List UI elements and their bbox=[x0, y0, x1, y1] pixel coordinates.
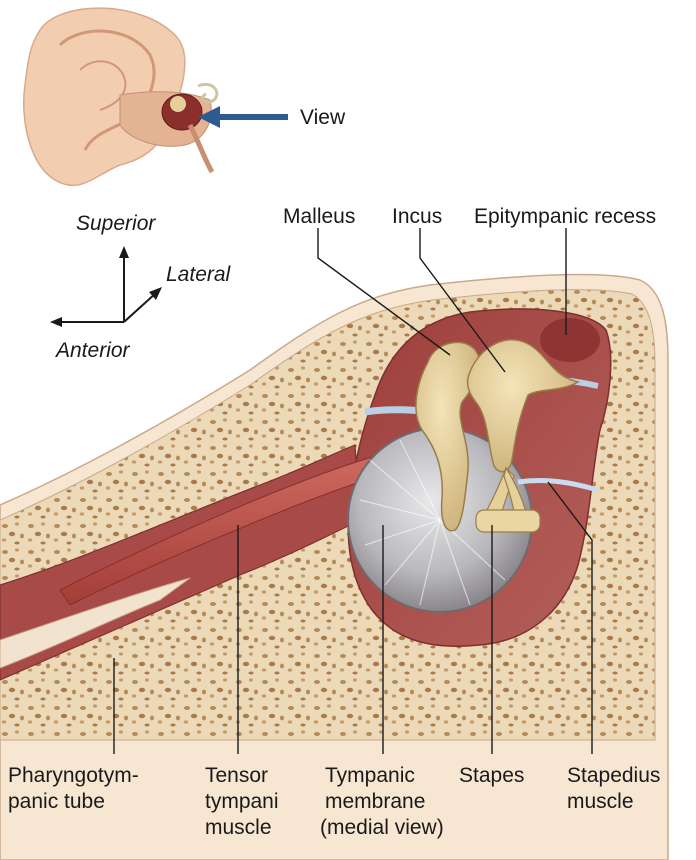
stapedius-muscle-label: Stapedius muscle bbox=[567, 764, 666, 813]
epitympanic-recess-label: Epitympanic recess bbox=[474, 205, 656, 228]
auricle-inner-fold bbox=[79, 60, 127, 111]
stapedius-leader bbox=[547, 481, 593, 754]
malleus-label: Malleus bbox=[283, 205, 355, 228]
top-labels: Malleus Incus Epitympanic recess bbox=[283, 205, 656, 228]
bottom-labels: Pharyngotym- panic tube Tensor tympani m… bbox=[8, 764, 666, 839]
incus-shape bbox=[466, 339, 581, 473]
middle-ear-section bbox=[0, 273, 669, 860]
tympanic-membrane-label: Tympanic membrane (medial view) bbox=[320, 764, 444, 839]
anterior-label: Anterior bbox=[54, 339, 131, 362]
tensor-tympani-label: Tensor tympani muscle bbox=[205, 764, 284, 839]
anterior-arrowhead bbox=[50, 317, 62, 327]
superior-label: Superior bbox=[76, 212, 156, 235]
ear-inset: View bbox=[23, 7, 346, 187]
lateral-arrowhead bbox=[149, 287, 162, 300]
view-arrow-head bbox=[198, 106, 220, 128]
superior-arrowhead bbox=[119, 246, 129, 258]
orientation-compass: Superior Lateral Anterior bbox=[50, 212, 232, 362]
lateral-label: Lateral bbox=[166, 263, 232, 286]
stapes-label: Stapes bbox=[459, 764, 524, 787]
leader-lines bbox=[113, 228, 593, 754]
pharyngotympanic-tube-label: Pharyngotym- panic tube bbox=[8, 764, 145, 813]
inset-ossicles bbox=[170, 96, 186, 112]
stapedius-tendon bbox=[517, 477, 599, 493]
view-label: View bbox=[300, 106, 346, 129]
incus-label: Incus bbox=[392, 205, 442, 228]
malleus-leader bbox=[317, 228, 451, 356]
epitympanic-recess-pocket bbox=[540, 318, 600, 362]
lateral-arrow bbox=[123, 292, 157, 323]
inset-tube bbox=[187, 123, 215, 174]
inset-cochlea bbox=[197, 83, 219, 104]
incus-leader bbox=[419, 228, 506, 373]
tube-lumen bbox=[0, 577, 191, 669]
membrane-striations bbox=[359, 439, 506, 606]
auricle-fold bbox=[58, 29, 156, 151]
